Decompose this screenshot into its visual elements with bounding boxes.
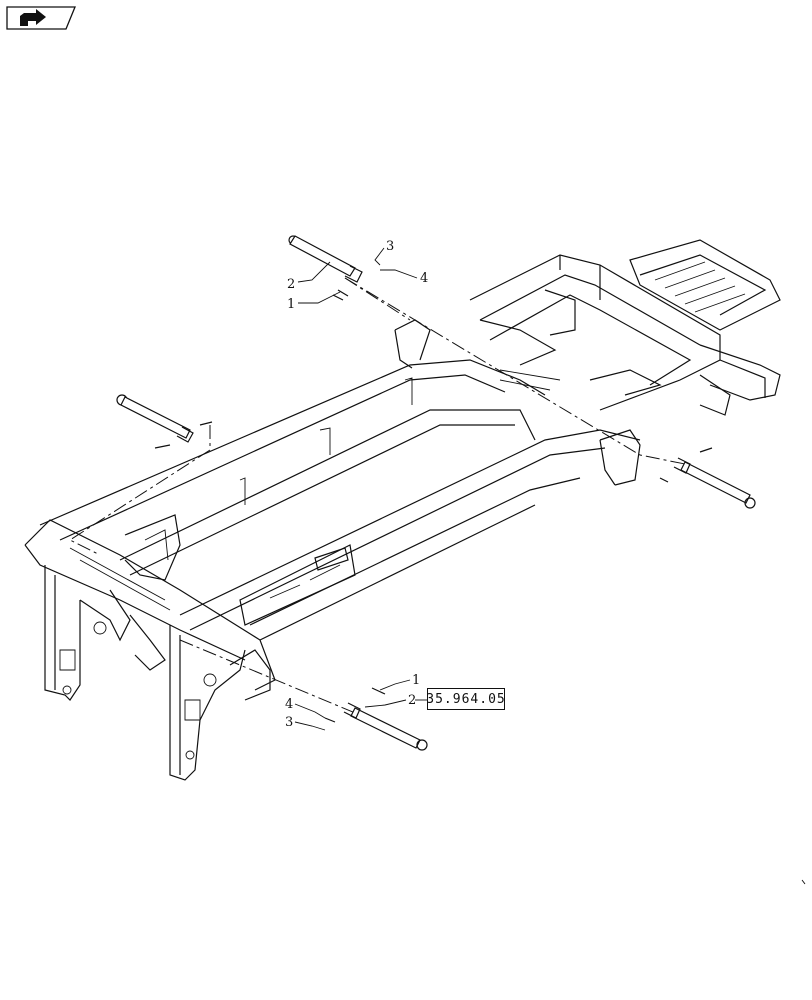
callout-bottom-4: 4	[285, 697, 293, 712]
callout-bottom-1: 1	[412, 673, 420, 688]
reference-link-box[interactable]: 35.964.05	[426, 688, 506, 710]
callouts-bottom: 1 2 4 3	[285, 673, 427, 731]
main-frame	[24, 239, 781, 691]
centerlines	[68, 277, 691, 716]
left-legs	[44, 565, 271, 781]
reference-label: 35.964.05	[426, 691, 506, 707]
callout-top-3: 3	[386, 239, 394, 254]
arrow-back-icon	[20, 9, 46, 26]
callout-bottom-2: 2	[408, 693, 416, 708]
cylinder-top	[288, 235, 363, 301]
callout-top-2: 2	[287, 277, 295, 292]
stray-mark	[801, 879, 806, 885]
callout-top-4: 4	[420, 271, 428, 286]
callouts-top: 3 4 2 1	[287, 239, 428, 312]
cylinder-right	[659, 447, 756, 509]
cylinder-left	[116, 394, 213, 449]
cylinder-bottom	[324, 687, 428, 751]
callout-bottom-3: 3	[285, 715, 293, 730]
back-nav-tab[interactable]	[6, 6, 76, 30]
callout-top-1: 1	[287, 297, 295, 312]
